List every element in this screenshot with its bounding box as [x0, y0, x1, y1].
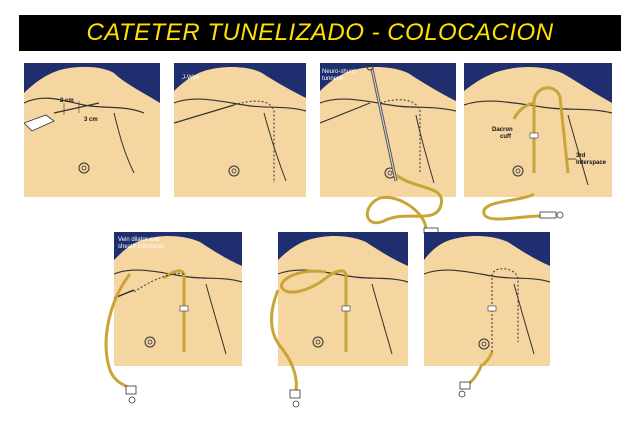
panel-illustration: Dacron cuff 3rd Interspace: [464, 63, 612, 197]
label-vein-dilator: Vein dilator and: [118, 237, 159, 243]
catheter-tail-5: [104, 273, 137, 404]
panel-illustration: J-Wire: [174, 63, 306, 197]
page-title: CATETER TUNELIZADO - COLOCACION: [86, 19, 554, 46]
panel-illustration: [424, 232, 550, 366]
label-sheath-introducer: sheath introducer: [118, 244, 164, 250]
panel-step-2: J-Wire: [174, 63, 306, 197]
label-interspace: Interspace: [576, 160, 607, 166]
label-3cm: 3 cm: [84, 117, 98, 123]
label-neuro-shunt: Neuro-shunt: [322, 69, 355, 75]
label-dacron: Dacron: [492, 127, 513, 133]
panel-illustration: Neuro-shunt tunneler: [320, 63, 456, 197]
panel-step-1: 2 cm 3 cm: [24, 63, 160, 197]
panel-illustration: [278, 232, 408, 366]
panel-illustration: 2 cm 3 cm: [24, 63, 160, 197]
title-bar: CATETER TUNELIZADO - COLOCACION: [19, 15, 621, 51]
panel-step-5: Vein dilator and sheath introducer: [114, 232, 242, 366]
catheter-tail-6: [270, 289, 301, 408]
label-2cm: 2 cm: [60, 98, 74, 104]
panel-step-6: [278, 232, 408, 366]
catheter-loop-4: [482, 192, 564, 221]
catheter-tail-7: [458, 363, 484, 398]
panel-step-4: Dacron cuff 3rd Interspace: [464, 63, 612, 197]
panel-step-7: [424, 232, 550, 366]
panel-illustration: Vein dilator and sheath introducer: [114, 232, 242, 366]
label-j-wire: J-Wire: [182, 75, 200, 81]
label-3rd: 3rd: [576, 153, 586, 159]
panel-step-3: Neuro-shunt tunneler: [320, 63, 456, 197]
catheter-loop-3: [365, 173, 443, 234]
label-tunneler: tunneler: [322, 76, 344, 82]
label-cuff: cuff: [500, 134, 512, 140]
